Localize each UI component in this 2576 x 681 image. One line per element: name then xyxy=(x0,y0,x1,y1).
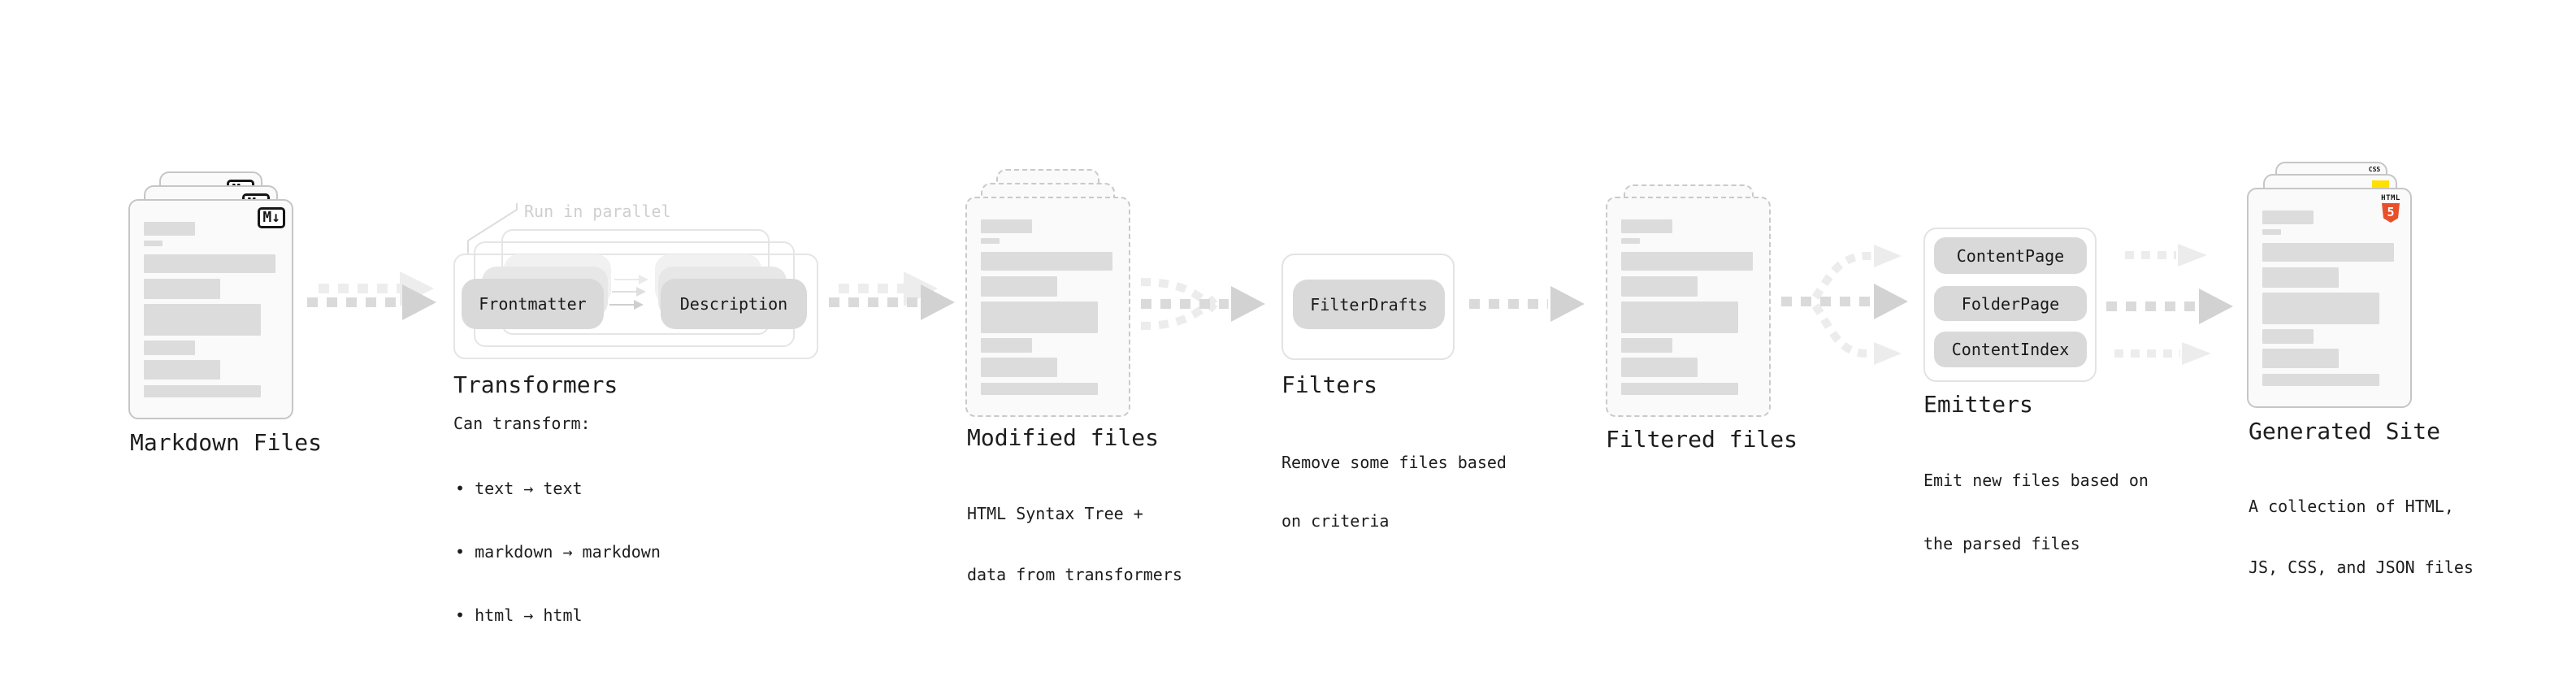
arrow-modified-to-filters xyxy=(1140,278,1265,330)
filterdrafts-pill: FilterDrafts xyxy=(1293,280,1445,329)
document-text-placeholder xyxy=(981,219,1115,395)
transformers-bullet-list: • text → text • markdown → markdown • ht… xyxy=(455,436,661,668)
generated-site-title: Generated Site xyxy=(2249,418,2441,445)
html5-icon: HTML 5 xyxy=(2381,195,2400,223)
description-pill: Description xyxy=(661,279,807,329)
run-in-parallel-label: Run in parallel xyxy=(524,202,671,221)
modified-files-title: Modified files xyxy=(967,424,1160,451)
arrow-emitters-to-generated xyxy=(2106,244,2233,365)
filters-title: Filters xyxy=(1281,371,1378,398)
filtered-file-card-front xyxy=(1606,197,1771,417)
filtered-files-title: Filtered files xyxy=(1606,426,1798,453)
filters-caption: Remove some files based on criteria xyxy=(1281,453,1507,531)
markdown-icon: M↓ xyxy=(258,207,285,228)
document-text-placeholder xyxy=(2262,210,2396,386)
arrow-markdown-to-transformers xyxy=(307,271,436,320)
bullet-item: • markdown → markdown xyxy=(455,542,661,562)
transformers-subtitle: Can transform: xyxy=(453,414,591,433)
contentindex-pill: ContentIndex xyxy=(1934,332,2087,367)
bullet-item: • html → html xyxy=(455,605,583,625)
transformers-group-outline-front xyxy=(453,254,818,359)
emitters-title: Emitters xyxy=(1923,391,2033,418)
modified-file-card-front xyxy=(965,197,1130,417)
emitters-caption: Emit new files based on the parsed files xyxy=(1923,471,2149,553)
arrow-filters-to-filtered xyxy=(1469,286,1585,322)
arrow-filtered-to-emitters xyxy=(1781,245,1908,365)
frontmatter-pill: Frontmatter xyxy=(462,279,604,329)
arrow-transformers-to-modified xyxy=(829,271,955,320)
contentpage-pill: ContentPage xyxy=(1934,237,2087,274)
markdown-files-title: Markdown Files xyxy=(130,429,323,456)
markdown-file-card-front: M↓ xyxy=(128,199,293,419)
folderpage-pill: FolderPage xyxy=(1934,286,2087,321)
modified-files-caption: HTML Syntax Tree + data from transformer… xyxy=(967,504,1182,584)
transformers-title: Transformers xyxy=(453,371,618,398)
document-text-placeholder xyxy=(1621,219,1755,395)
generated-site-caption: A collection of HTML, JS, CSS, and JSON … xyxy=(2249,497,2474,577)
bullet-item: • text → text xyxy=(455,479,583,498)
document-text-placeholder xyxy=(144,222,278,397)
generated-html-file-card: HTML 5 xyxy=(2247,188,2412,408)
